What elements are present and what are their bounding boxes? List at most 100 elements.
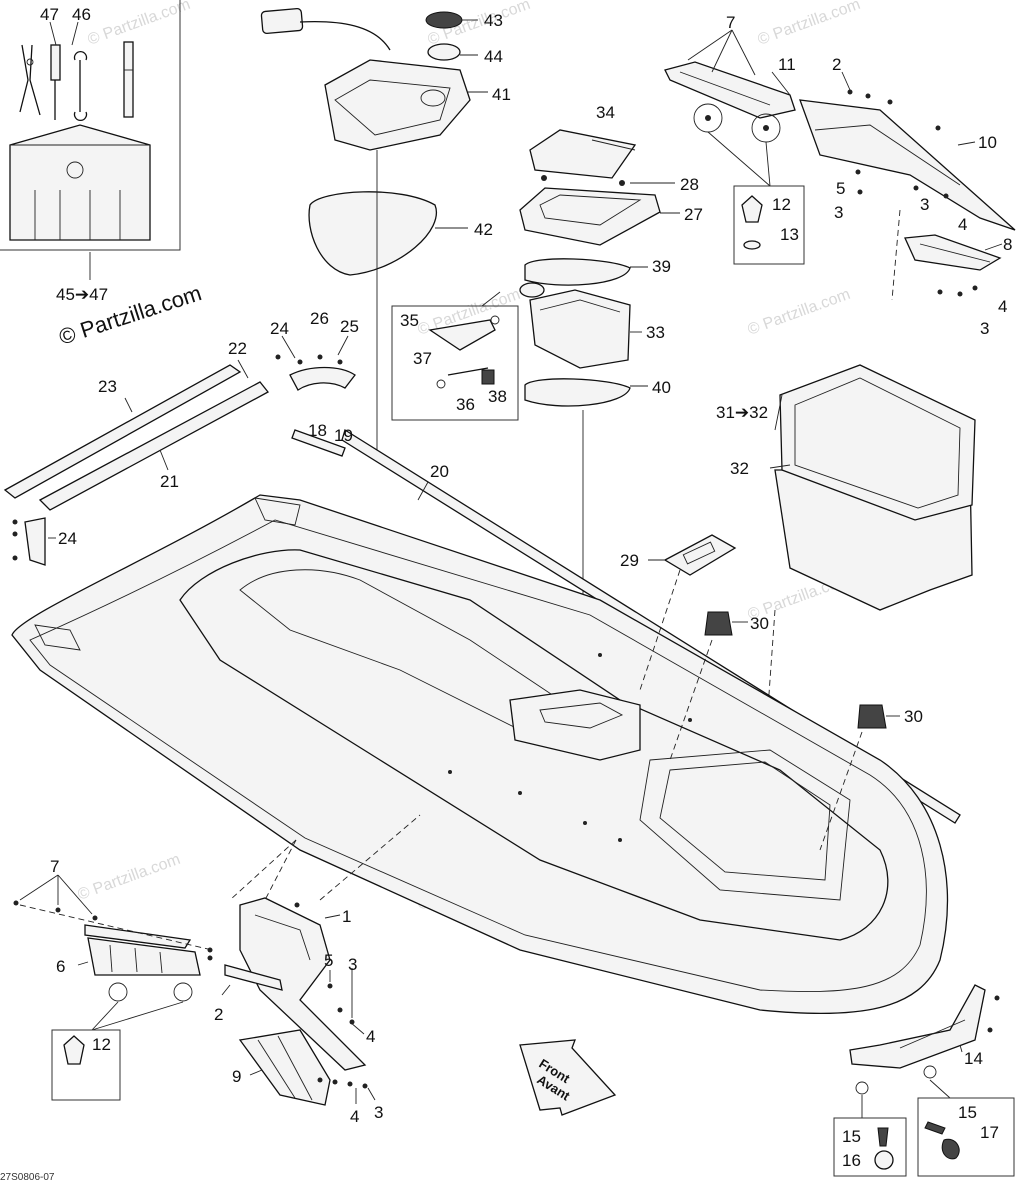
brp-logo-icon — [66, 161, 84, 179]
vents-group: 29 30 30 — [620, 534, 923, 851]
callout-5: 5 — [324, 951, 333, 970]
callout-3: 3 — [374, 1103, 383, 1122]
front-arrow-icon — [519, 1039, 617, 1116]
part-nut-17 — [941, 1138, 960, 1160]
callout-33: 33 — [646, 323, 665, 342]
part-glove-box-seal — [524, 258, 631, 286]
part-strap — [260, 7, 304, 35]
part-vent-30a — [704, 611, 733, 636]
watermark: © Partzilla.com — [746, 286, 853, 339]
callout-22: 22 — [228, 339, 247, 358]
callout-28: 28 — [680, 175, 699, 194]
inset-rivet-box-lower — [51, 1029, 121, 1101]
callout-34: 34 — [596, 103, 615, 122]
callout-26: 26 — [310, 309, 329, 328]
inset-rivet-box — [733, 185, 805, 265]
part-bucket-opening — [639, 749, 851, 901]
part-rivet-lower — [63, 1035, 85, 1065]
callout-2: 2 — [214, 1005, 223, 1024]
glove-box-group: 34 28 27 39 33 40 — [519, 103, 703, 682]
callout-20: 20 — [430, 462, 449, 481]
callout-32: 32 — [730, 459, 749, 478]
top-right-group: 7 11 12 13 2 10 5 3 3 4 8 4 3 — [664, 13, 1016, 338]
watermark: © Partzilla.com — [76, 851, 183, 904]
part-gasket — [427, 43, 461, 61]
part-glove-box — [529, 289, 631, 369]
callout-44: 44 — [484, 47, 503, 66]
callout-47: 47 — [40, 5, 59, 24]
part-guard-24a — [289, 366, 356, 391]
callout-9: 9 — [232, 1067, 241, 1086]
callout-29: 29 — [620, 551, 639, 570]
callout-19: 19 — [334, 426, 353, 445]
part-latch-spring — [481, 369, 495, 385]
callout-41: 41 — [492, 85, 511, 104]
callout-38: 38 — [488, 387, 507, 406]
part-guard-24b — [24, 517, 46, 566]
part-panel-trim — [224, 964, 283, 991]
part-vent-grille-lower — [238, 1029, 331, 1106]
callout-16: 16 — [842, 1151, 861, 1170]
bumper-group: 14 15 16 15 17 — [833, 984, 1015, 1177]
tool-kit-group: 47 46 45➔47 — [0, 0, 181, 304]
callout-6: 6 — [56, 957, 65, 976]
callout-15: 15 — [842, 1127, 861, 1146]
tool-pouch — [9, 124, 151, 241]
callout-11: 11 — [778, 55, 796, 74]
part-trim-strip-23 — [3, 364, 242, 499]
bottom-left-group: 7 6 12 1 2 5 3 4 9 4 3 — [13, 814, 421, 1126]
callout-36: 36 — [456, 395, 475, 414]
callout-40: 40 — [652, 378, 671, 397]
callout-46: 46 — [72, 5, 91, 24]
part-latch-mini — [519, 282, 545, 298]
callout-31-32: 31➔32 — [716, 403, 768, 422]
callout-2: 2 — [832, 55, 841, 74]
callout-5: 5 — [836, 179, 845, 198]
callout-4: 4 — [998, 297, 1007, 316]
callout-42: 42 — [474, 220, 493, 239]
callout-30: 30 — [904, 707, 923, 726]
front-arrow-group: Front Avant — [519, 1039, 617, 1116]
callout-25: 25 — [340, 317, 359, 336]
part-vent-30b — [857, 704, 887, 729]
callout-27: 27 — [684, 205, 703, 224]
part-glove-box-bezel — [519, 187, 661, 246]
part-latch — [428, 319, 496, 351]
callout-4: 4 — [350, 1107, 359, 1126]
part-glove-box-lid — [529, 129, 637, 179]
part-side-panel — [239, 897, 367, 1071]
callout-12: 12 — [92, 1035, 111, 1054]
part-screw-15b — [924, 1121, 946, 1135]
callout-3: 3 — [920, 195, 929, 214]
part-lower-vent — [87, 937, 201, 976]
callout-43: 43 — [484, 11, 503, 30]
callout-12: 12 — [772, 195, 791, 214]
watermark: © Partzilla.com — [756, 0, 863, 49]
part-strip-18 — [291, 429, 346, 457]
part-bucket-rim — [779, 364, 976, 521]
callout-17: 17 — [980, 1123, 999, 1142]
callout-4: 4 — [958, 215, 967, 234]
callout-21: 21 — [160, 472, 179, 491]
callout-1: 1 — [342, 907, 351, 926]
doc-code: 27S0806-07 — [0, 1172, 55, 1182]
front-storage-group: 43 44 41 42 — [260, 7, 511, 460]
hull-group — [11, 494, 949, 1015]
callout-3: 3 — [834, 203, 843, 222]
part-vent-plate — [663, 534, 737, 576]
part-rivet — [741, 195, 763, 223]
spark-plug-wrench-icon — [123, 41, 134, 118]
part-washer — [743, 240, 761, 250]
callout-13: 13 — [780, 225, 799, 244]
callout-8: 8 — [1003, 235, 1012, 254]
latch-inset-box — [391, 305, 519, 421]
callout-7: 7 — [50, 857, 59, 876]
part-bin-seal — [308, 191, 438, 276]
part-bumper — [849, 984, 986, 1069]
callout-4: 4 — [366, 1027, 375, 1046]
tool-kit-frame — [0, 0, 181, 251]
part-trim-strip-21 — [38, 381, 269, 511]
callout-15: 15 — [958, 1103, 977, 1122]
callout-35: 35 — [400, 311, 419, 330]
